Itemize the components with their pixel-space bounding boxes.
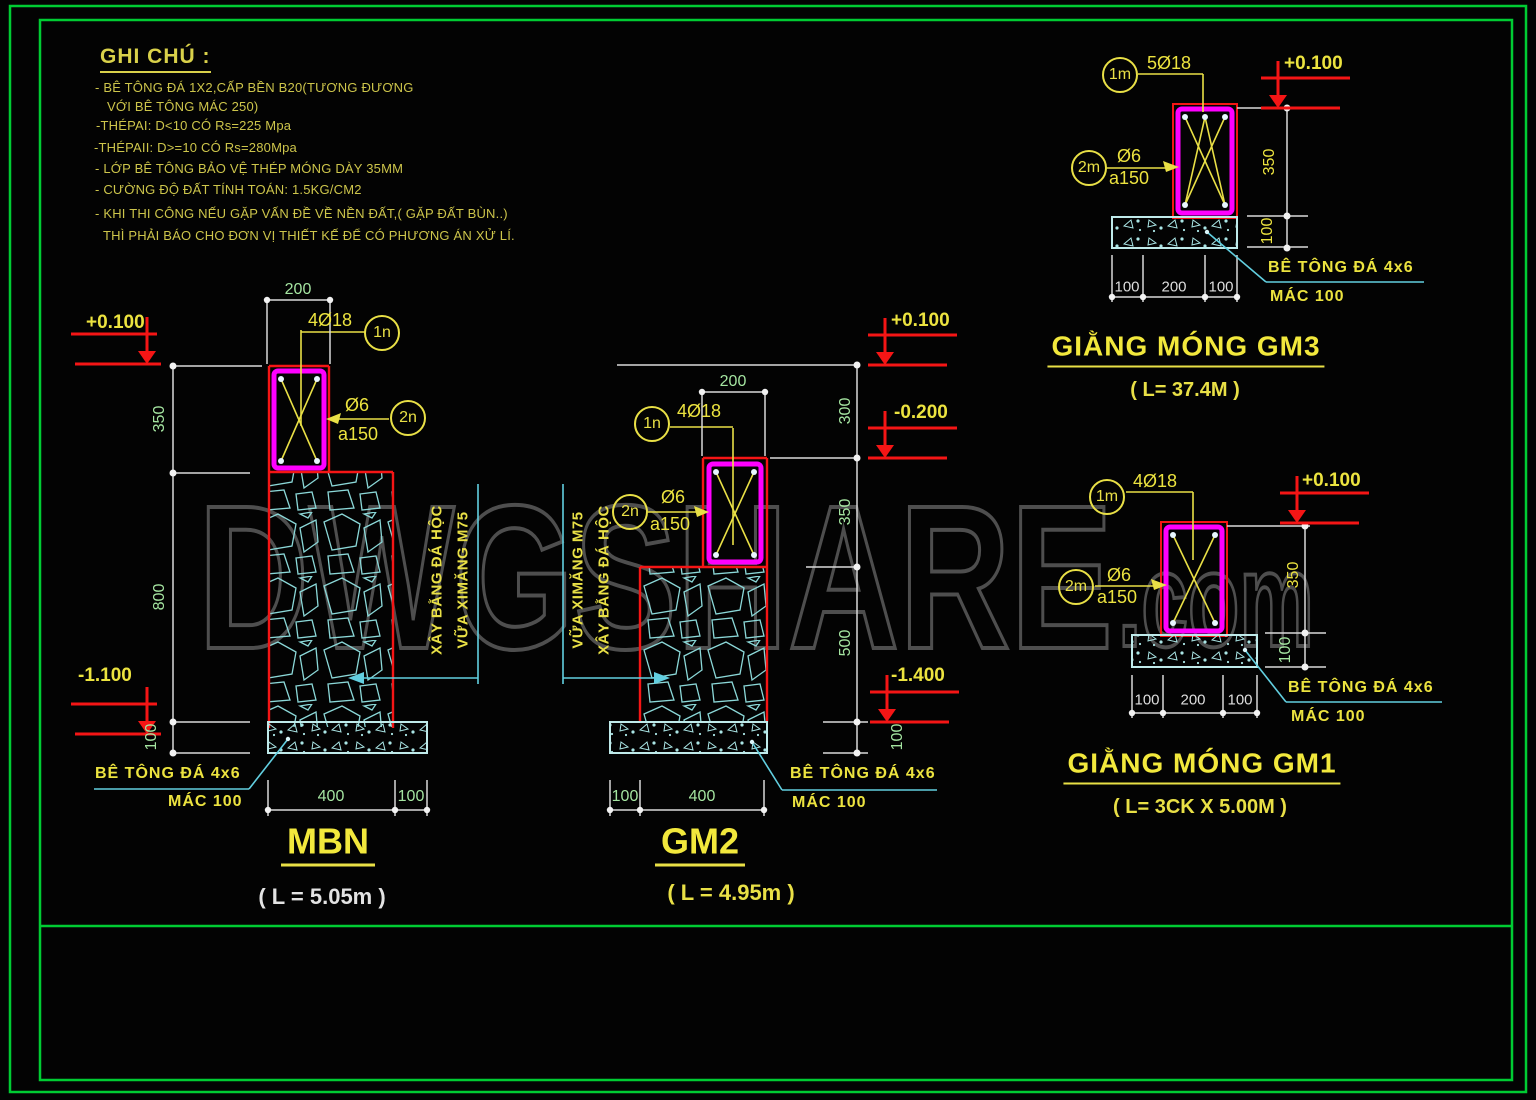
mbn-footing: [267, 721, 428, 754]
gm1-rebar-stirrup: Ø6: [1107, 565, 1132, 585]
gm2-tag-stirrup: 2n: [612, 494, 648, 530]
note-line: - BÊ TÔNG ĐÁ 1X2,CẤP BỀN B20(TƯƠNG ĐƯƠNG: [95, 80, 414, 95]
note-line: - LỚP BÊ TÔNG BẢO VỆ THÉP MÓNG DÀY 35MM: [95, 161, 404, 176]
gm1-dim-bottom-2: 100: [1227, 691, 1253, 709]
gm1-detail-lines: [1095, 474, 1442, 718]
gm2-dim-350: 350: [837, 498, 854, 526]
gm2-title: GM2: [654, 823, 746, 867]
gm2-dim-300: 300: [837, 397, 854, 425]
gm3-rebar-spacing: a150: [1109, 168, 1150, 188]
gm2-masonry-hatch: [641, 568, 766, 721]
mbn-subtitle: ( L = 5.05m ): [258, 884, 386, 909]
mbn-title: MBN: [281, 823, 375, 867]
mbn-footing-note-1: BÊ TÔNG ĐÁ 4x6: [95, 765, 241, 782]
notes-title: GHI CHÚ :: [100, 46, 211, 73]
note-line: THÌ PHẢI BÁO CHO ĐƠN VỊ THIẾT KẾ ĐỂ CÓ P…: [103, 228, 515, 243]
gm1-rebar-main: 4Ø18: [1133, 471, 1178, 491]
mbn-dim-100: 100: [143, 723, 160, 751]
sheet-border: [8, 4, 1528, 1094]
mbn-dim-bottom-100: 100: [397, 788, 425, 805]
mbn-dim-800: 800: [151, 583, 168, 611]
gm2-level-top: +0.100: [891, 310, 950, 331]
gm2-dim-100: 100: [889, 723, 906, 751]
note-line: - CƯỜNG ĐỘ ĐẤT TÍNH TOÁN: 1.5KG/CM2: [95, 182, 362, 197]
gm2-level-bottom: -1.400: [891, 665, 945, 686]
gm2-dim-bottom-400: 400: [688, 788, 716, 805]
gm2-rebar-spacing: a150: [650, 514, 691, 534]
gm3-detail-lines: [1107, 59, 1424, 302]
gm3-rebar-stirrup: Ø6: [1117, 146, 1142, 166]
gm2-subtitle: ( L = 4.95m ): [667, 880, 795, 905]
note-line: -THÉPAI: D<10 CÓ Rs=225 Mpa: [96, 118, 292, 133]
gm1-footing-note-1: BÊ TÔNG ĐÁ 4x6: [1288, 679, 1434, 696]
gm2-footing-note-1: BÊ TÔNG ĐÁ 4x6: [790, 765, 936, 782]
gm3-footing-note-2: MÁC 100: [1270, 288, 1345, 305]
gm1-level-top: +0.100: [1302, 470, 1361, 491]
gm2-footing-note-2: MÁC 100: [792, 794, 867, 811]
gm3-tag-stirrup: 2m: [1071, 150, 1107, 186]
gm3-dim-bottom-0: 100: [1114, 278, 1140, 296]
gm3-level-top: +0.100: [1284, 53, 1343, 74]
gm2-footing: [609, 721, 768, 754]
mbn-masonry-note-2: VỮA XIMĂNG M75: [454, 511, 472, 649]
gm1-dim-bottom-1: 200: [1180, 691, 1206, 709]
gm3-stirrup: [1175, 106, 1235, 216]
mbn-rebar-spacing: a150: [338, 424, 379, 444]
mbn-dim-width: 200: [284, 281, 312, 298]
mbn-section-lines: [69, 296, 479, 816]
gm1-subtitle: ( L= 3CK X 5.00M ): [1113, 796, 1287, 818]
mbn-level-bottom: -1.100: [78, 665, 132, 686]
gm2-section-lines: [562, 316, 961, 816]
note-line: VỚI BÊ TÔNG MÁC 250): [107, 99, 259, 114]
gm1-stirrup: [1163, 524, 1225, 634]
gm2-level-mid: -0.200: [894, 402, 948, 423]
gm3-dim-100: 100: [1259, 217, 1276, 245]
gm3-dim-bottom-1: 200: [1161, 278, 1187, 296]
mbn-dim-350: 350: [151, 405, 168, 433]
mbn-stirrup: [271, 368, 327, 471]
gm2-dim-500: 500: [837, 629, 854, 657]
gm2-dim-bottom-100: 100: [611, 788, 639, 805]
gm1-tag-main: 1m: [1089, 479, 1125, 515]
gm3-footing-note-1: BÊ TÔNG ĐÁ 4x6: [1268, 259, 1414, 276]
mbn-footing-note-2: MÁC 100: [168, 793, 243, 810]
mbn-tag-stirrup: 2n: [390, 400, 426, 436]
gm3-title: GIẰNG MÓNG GM3: [1047, 332, 1325, 368]
gm1-dim-bottom-0: 100: [1134, 691, 1160, 709]
gm1-title: GIẰNG MÓNG GM1: [1063, 749, 1341, 785]
gm2-masonry-note-1: VỮA XIMĂNG M75: [569, 511, 587, 649]
gm2-rebar-stirrup: Ø6: [661, 487, 686, 507]
gm3-tag-main: 1m: [1102, 57, 1138, 93]
gm3-rebar-main: 5Ø18: [1147, 53, 1192, 73]
gm1-dim-350: 350: [1285, 561, 1302, 589]
mbn-rebar-stirrup: Ø6: [345, 395, 370, 415]
mbn-level-top: +0.100: [86, 312, 145, 333]
gm1-tag-stirrup: 2m: [1058, 569, 1094, 605]
mbn-dim-bottom-400: 400: [317, 788, 345, 805]
note-line: -THÉPAII: D>=10 CÓ Rs=280Mpa: [94, 140, 297, 155]
gm1-footing-note-2: MÁC 100: [1291, 708, 1366, 725]
mbn-tag-main: 1n: [364, 315, 400, 351]
gm2-dim-width: 200: [719, 373, 747, 390]
note-line: - KHI THI CÔNG NẾU GẶP VẤN ĐỀ VỀ NỀN ĐẤT…: [95, 206, 508, 221]
gm2-tag-main: 1n: [634, 406, 670, 442]
gm3-subtitle: ( L= 37.4M ): [1130, 379, 1240, 401]
gm3-dim-350: 350: [1261, 148, 1278, 176]
mbn-masonry-note-1: XÂY BẰNG ĐÁ HỘC: [428, 505, 446, 655]
gm1-rebar-spacing: a150: [1097, 587, 1138, 607]
mbn-masonry-hatch: [270, 473, 392, 727]
gm3-footing: [1111, 216, 1238, 249]
gm1-footing: [1131, 634, 1258, 668]
gm3-dim-bottom-2: 100: [1208, 278, 1234, 296]
gm2-rebar-main: 4Ø18: [677, 401, 722, 421]
gm2-stirrup: [706, 461, 764, 565]
gm1-dim-100: 100: [1277, 636, 1294, 664]
mbn-rebar-main: 4Ø18: [308, 310, 353, 330]
gm2-masonry-note-2: XÂY BẰNG ĐÁ HỘC: [595, 505, 613, 655]
